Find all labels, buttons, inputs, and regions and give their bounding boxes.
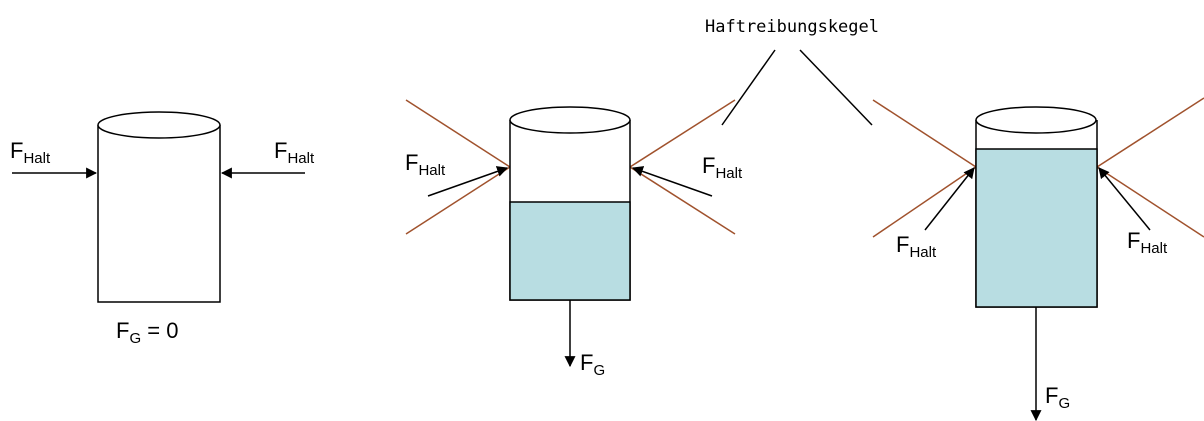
cylinder-half-top: [509, 106, 631, 134]
friction-cone-2: [405, 99, 736, 235]
cylinder-half-full: [509, 106, 631, 301]
force-halt-arrow-2a: [427, 166, 509, 197]
force-halt-arrow-2b: [631, 166, 713, 197]
force-halt-label-2b: FHalt: [702, 153, 743, 182]
cylinder-full-liquid: [975, 148, 1098, 308]
force-halt-label-2a: FHalt: [405, 150, 446, 179]
cylinder-half-liquid: [509, 201, 631, 301]
force-halt-label-1a: FHalt: [10, 138, 51, 167]
force-halt-label-3a: FHalt: [896, 232, 937, 261]
title-haftreibungskegel: Haftreibungskegel: [705, 17, 879, 37]
force-halt-arrow-3b: [1098, 167, 1151, 231]
cylinder-empty-body: [97, 125, 221, 303]
force-halt-label-3b: FHalt: [1127, 228, 1168, 257]
cylinder-full-top: [975, 106, 1097, 134]
weight-zero-label: FG = 0: [116, 318, 178, 347]
friction-cone-3: [872, 97, 1204, 238]
title-pointer-right: [799, 49, 873, 126]
force-halt-arrow-3a: [924, 167, 975, 231]
title-pointer-left: [721, 49, 776, 126]
cylinder-full: [975, 106, 1098, 308]
cylinder-empty-top: [97, 111, 221, 139]
weight-label-2: FG: [580, 350, 605, 379]
weight-label-3: FG: [1045, 383, 1070, 412]
cylinder-empty: [97, 111, 221, 303]
force-halt-label-1b: FHalt: [274, 138, 315, 167]
